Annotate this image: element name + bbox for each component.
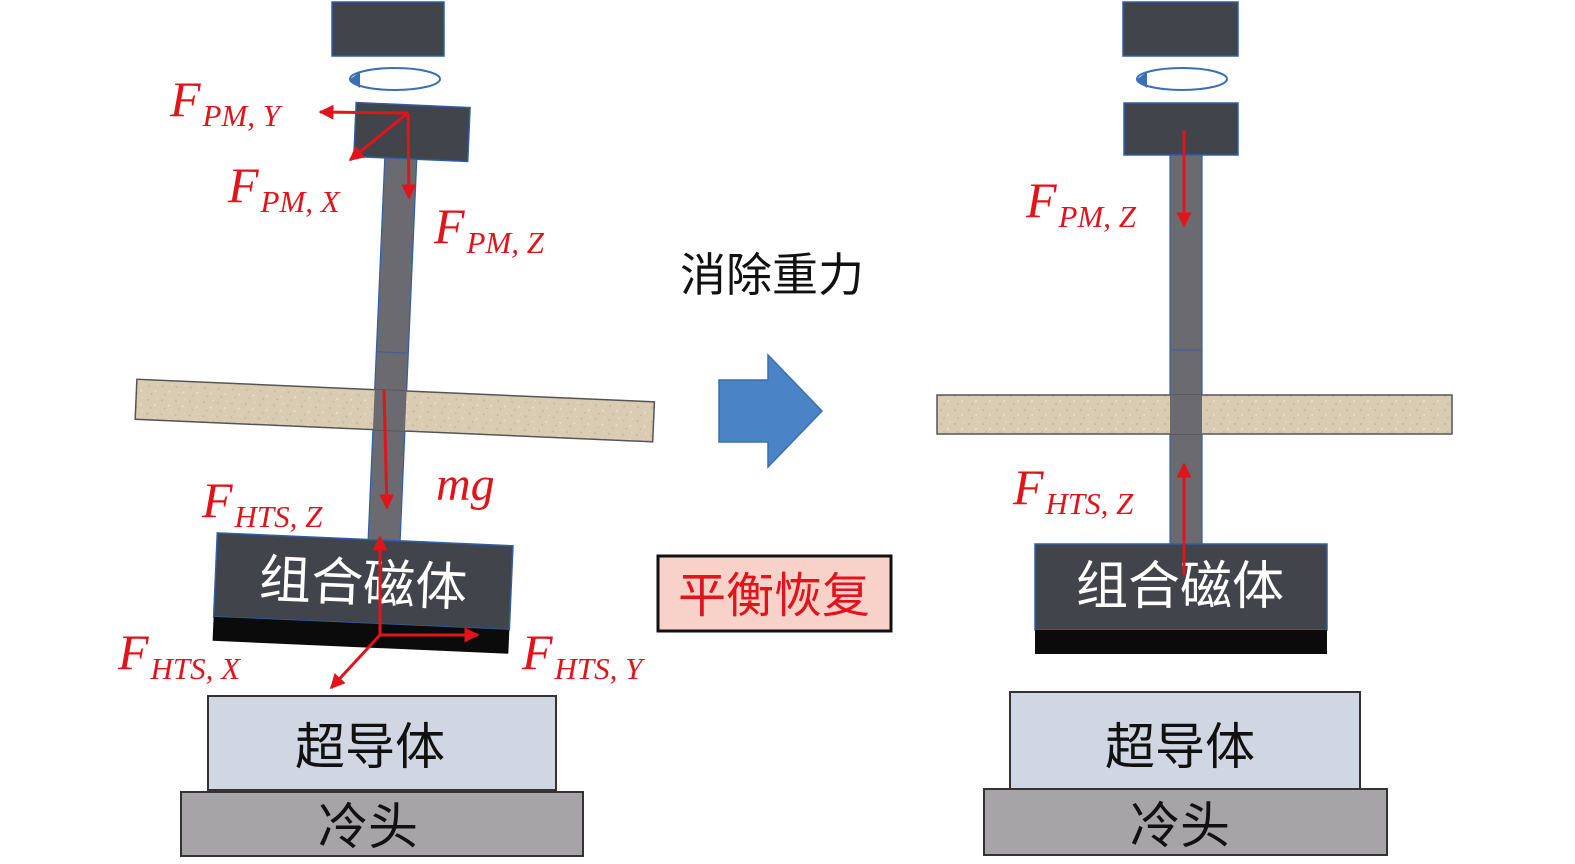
right-coldhead [983, 788, 1388, 856]
arrow-pm-z [401, 112, 417, 200]
label-hts-z: FHTS, Z [201, 472, 323, 534]
label-pm-z: FPM, Z [433, 198, 545, 260]
right-magnet-base [1035, 630, 1327, 654]
left-force-arrows [318, 104, 480, 690]
left-coldhead-label: 冷头 [318, 798, 418, 856]
right-rotation-icon [1136, 67, 1228, 91]
arrow-hts-x [329, 633, 382, 690]
right-combined-magnet [1034, 543, 1328, 631]
left-tilted-assembly: 组合磁体 [134, 101, 656, 654]
label-hts-x: FHTS, X [117, 624, 241, 686]
left-superconductor [207, 695, 557, 791]
label-right-hts-z: FHTS, Z [1012, 459, 1134, 521]
arrow-pm-x [348, 111, 409, 162]
arrow-caption: 消除重力 [680, 248, 864, 302]
right-coldhead-label: 冷头 [1130, 797, 1230, 855]
left-rotation-icon [349, 67, 441, 91]
right-panel: 组合磁体 超导体 冷头 FPM, Z FHTS, Z [936, 1, 1453, 856]
arrow-gravity [379, 389, 395, 510]
label-hts-y: FHTS, Y [521, 624, 645, 686]
right-upper-magnet [1123, 102, 1239, 156]
left-top-magnet [331, 1, 445, 57]
left-rod [367, 157, 418, 543]
label-pm-x: FPM, X [227, 157, 341, 219]
right-rod-front [1170, 395, 1202, 434]
status-box [656, 554, 893, 633]
right-superconductor [1009, 691, 1361, 790]
arrow-pm-y [318, 104, 409, 120]
left-magnet-label: 组合磁体 [258, 550, 468, 619]
left-panel: 组合磁体 超导体 冷头 FPM, Y FPM, X FPM, Z mg F [117, 1, 656, 857]
left-rod-front [372, 389, 407, 432]
label-pm-y: FPM, Y [169, 71, 283, 133]
left-magnet-base [212, 616, 510, 654]
label-right-pm-z: FPM, Z [1025, 172, 1137, 234]
label-gravity: mg [436, 458, 495, 511]
right-magnet-label: 组合磁体 [1076, 557, 1284, 617]
status-box-label: 平衡恢复 [678, 568, 870, 624]
right-top-magnet [1122, 1, 1239, 57]
left-coldhead [180, 791, 584, 857]
right-superconductor-label: 超导体 [1105, 718, 1255, 776]
big-right-arrow [718, 353, 824, 469]
middle-transition: 消除重力 平衡恢复 [656, 248, 893, 633]
left-superconductor-label: 超导体 [295, 718, 445, 776]
